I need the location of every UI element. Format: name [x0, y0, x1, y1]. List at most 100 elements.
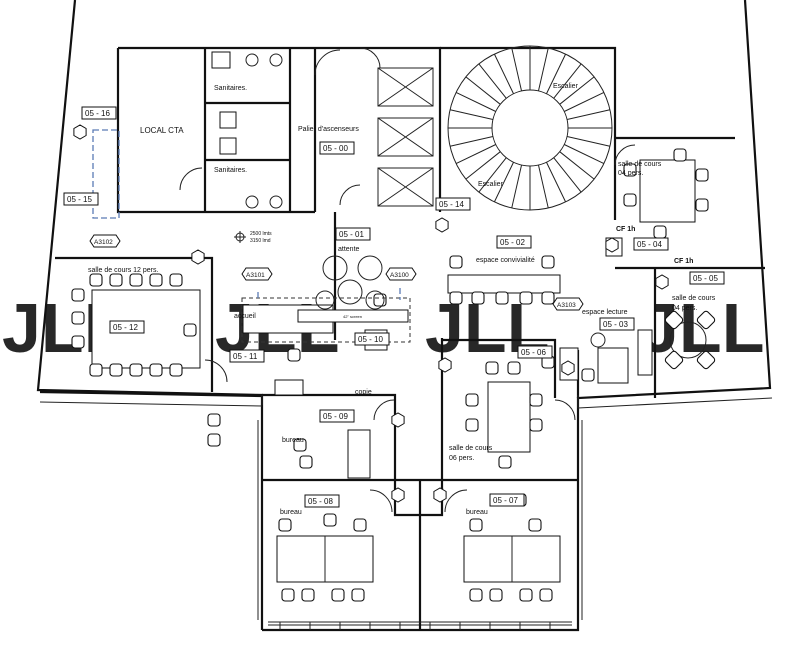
chair — [207, 433, 221, 447]
network-hex-marker — [561, 360, 575, 376]
room-tag-box — [81, 106, 117, 120]
access-point-text: A3102 — [94, 239, 113, 246]
label-salle-12: salle de cours 12 pers. — [88, 267, 158, 274]
room-tag-text: 05 - 11 — [233, 352, 258, 361]
label-salle-06-line2: 06 pers. — [449, 455, 474, 462]
label-salle-05-line1: salle de cours — [672, 295, 716, 302]
stair-step — [564, 144, 605, 165]
room-labels: LOCAL CTA Sanitaires. Sanitaires. Palier… — [88, 83, 716, 516]
chair — [71, 311, 85, 325]
room-tag-box — [489, 493, 525, 507]
chair — [449, 255, 463, 269]
room-tag-09: 05 - 09 — [319, 409, 355, 423]
chair — [529, 418, 543, 432]
room-tag-text: 05 - 02 — [500, 238, 525, 247]
stair-step — [566, 135, 611, 147]
label-salle-04-line1: salle de cours — [618, 161, 662, 168]
access-point-text: A3103 — [557, 302, 576, 309]
network-hex-marker — [433, 487, 447, 503]
chair — [183, 323, 197, 337]
room-tag-text: 05 - 14 — [439, 200, 464, 209]
label-sanitaires-top: Sanitaires. — [214, 85, 247, 92]
access-point-shape — [552, 297, 584, 311]
network-hex-marker — [191, 249, 205, 265]
room-tag-box — [63, 192, 99, 206]
access-point-shape — [89, 234, 121, 248]
chair — [109, 273, 123, 287]
network-markers — [73, 124, 669, 503]
room-tag-01: 05 - 01 — [335, 227, 371, 241]
chair — [623, 193, 637, 207]
chair — [89, 363, 103, 377]
furniture — [91, 159, 707, 583]
stair-step — [559, 76, 595, 105]
room-tag-box — [517, 345, 553, 359]
stair-step — [537, 164, 549, 209]
chair — [207, 413, 221, 427]
access-point-a3100: A3100 — [385, 267, 417, 281]
access-point-a3103: A3103 — [552, 297, 584, 311]
label-fire1: 2500 lmts — [250, 231, 272, 237]
dashed-zones — [92, 129, 411, 343]
chair — [301, 588, 315, 602]
room-tag-box — [319, 409, 355, 423]
access-point-shape — [385, 267, 417, 281]
stair-step — [449, 135, 494, 147]
room-tag-05: 05 - 05 — [689, 271, 725, 285]
label-cf-a: CF 1h — [616, 226, 635, 233]
chair — [495, 291, 509, 305]
network-hex-marker — [438, 357, 452, 373]
chair — [465, 393, 479, 407]
room-tag-text: 05 - 04 — [637, 240, 662, 249]
chair — [89, 273, 103, 287]
label-salle-05-line2: 04 pers. — [672, 305, 697, 312]
stair-step — [493, 162, 514, 203]
room-tag-08: 05 - 08 — [304, 494, 340, 508]
chair — [529, 393, 543, 407]
chair — [469, 518, 483, 532]
room-tag-box — [599, 317, 635, 331]
label-cf-b: CF 1h — [674, 258, 693, 265]
label-sanitaires-bottom: Sanitaires. — [214, 167, 247, 174]
network-hex-marker — [605, 237, 619, 253]
chair — [623, 163, 637, 177]
chair — [471, 291, 485, 305]
label-fire2: 3150 lmd — [250, 238, 271, 244]
label-escalier-bottom: Escalier — [478, 181, 504, 188]
room-tag-12: 05 - 12 — [109, 320, 145, 334]
stair-step — [559, 151, 595, 180]
chair — [541, 291, 555, 305]
room-tag-text: 05 - 10 — [358, 335, 383, 344]
chair — [539, 588, 553, 602]
label-local-cta: LOCAL CTA — [140, 126, 184, 135]
room-tag-15: 05 - 15 — [63, 192, 99, 206]
chair — [351, 588, 365, 602]
room-tag-text: 05 - 05 — [693, 274, 718, 283]
room-tag-text: 05 - 07 — [493, 496, 518, 505]
room-tag-box — [633, 237, 669, 251]
chair — [129, 363, 143, 377]
stair-step — [553, 157, 582, 193]
access-point-text: A3100 — [390, 272, 409, 279]
label-palier: Palier d'ascenseurs — [298, 126, 359, 133]
label-attente: attente — [338, 246, 360, 253]
chair — [485, 361, 499, 375]
room-tag-11: 05 - 11 — [229, 349, 265, 363]
room-tag-text: 05 - 06 — [521, 348, 546, 357]
access-point-a3102: A3102 — [89, 234, 121, 248]
room-tag-07: 05 - 07 — [489, 493, 525, 507]
stair-step — [564, 91, 605, 112]
chair — [129, 273, 143, 287]
stair-step — [511, 47, 523, 92]
room-tag-text: 05 - 09 — [323, 412, 348, 421]
room-tag-06: 05 - 06 — [517, 345, 553, 359]
stair-step — [465, 151, 501, 180]
stair-step — [455, 144, 496, 165]
chair — [465, 418, 479, 432]
label-salle-04-line2: 04 pers. — [618, 170, 643, 177]
chair — [695, 168, 709, 182]
chair — [696, 310, 716, 330]
doors — [179, 47, 636, 513]
chair — [673, 148, 687, 162]
